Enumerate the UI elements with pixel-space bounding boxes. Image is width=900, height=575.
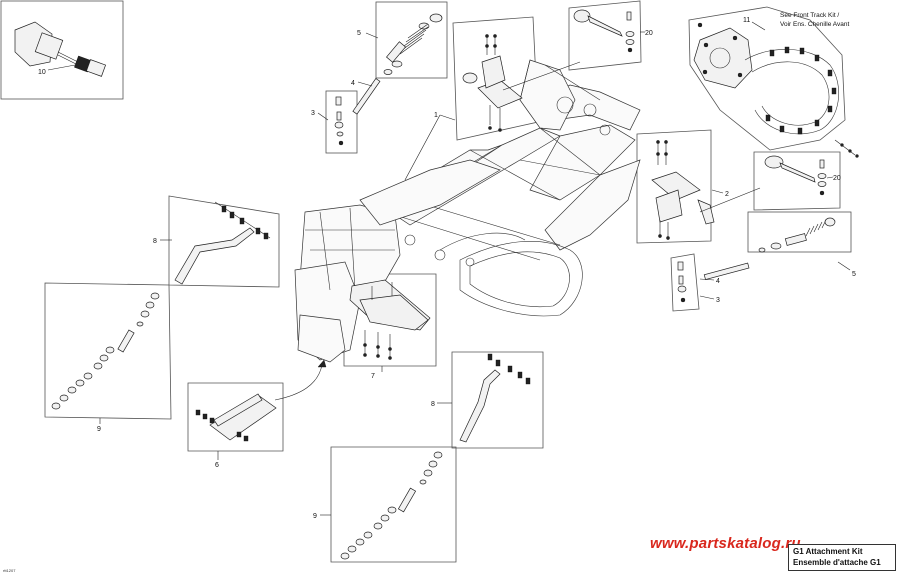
kit-title-box: G1 Attachment Kit Ensemble d'attache G1 xyxy=(788,544,896,571)
box-part-8-left xyxy=(168,195,280,288)
callout-3-right: 3 xyxy=(716,297,720,304)
callout-2: 2 xyxy=(725,191,729,198)
illustration-ref-code: rtt1207 xyxy=(3,568,16,573)
callout-9-left: 9 xyxy=(97,426,101,433)
box-part-10 xyxy=(0,0,124,100)
callout-3-top: 3 xyxy=(311,110,315,117)
box-part-3-top xyxy=(325,90,358,154)
part-11-track-drive xyxy=(693,22,859,158)
part-20-arm-right xyxy=(764,155,827,196)
part-6-mount-plate xyxy=(195,393,277,442)
part-2-bracket xyxy=(651,140,715,240)
box-part-8-right xyxy=(451,351,544,449)
kit-title-en: G1 Attachment Kit xyxy=(793,547,863,556)
atv-frame-drawing xyxy=(294,59,641,363)
kit-title-fr: Ensemble d'attache G1 xyxy=(793,558,881,567)
part-4-rod-top xyxy=(352,77,381,115)
site-watermark: www.partskatalog.ru xyxy=(650,535,801,552)
part-8-handle-left xyxy=(174,201,271,285)
part-1-bracket xyxy=(462,34,523,132)
callout-4-top: 4 xyxy=(351,80,355,87)
box-part-9-left xyxy=(44,282,172,420)
callout-20-right: 20 xyxy=(833,175,841,182)
callout-5-right: 5 xyxy=(852,271,856,278)
box-part-11 xyxy=(688,6,846,151)
callout-8-right: 8 xyxy=(431,401,435,408)
front-track-note-line2: Voir Ens. Chenille Avant xyxy=(780,21,849,28)
box-part-5-right xyxy=(747,211,852,253)
part-3-bolt-right xyxy=(677,261,687,303)
box-part-3-right xyxy=(670,253,700,312)
part-5-spring-right xyxy=(758,217,836,253)
callout-10: 10 xyxy=(38,69,46,76)
callout-1: 1 xyxy=(434,112,438,119)
callout-8-left: 8 xyxy=(153,238,157,245)
part-9-hardware-bottom xyxy=(340,451,443,560)
part-5-spring-top xyxy=(383,13,443,75)
callout-11: 11 xyxy=(743,17,750,24)
part-4-rod-right xyxy=(703,262,750,281)
callout-5-top: 5 xyxy=(357,30,361,37)
leader-lines xyxy=(47,21,851,516)
callout-7: 7 xyxy=(371,373,375,380)
front-track-note-line1: See Front Track Kit / xyxy=(780,12,839,19)
part-9-hardware-left xyxy=(51,292,160,410)
box-part-20-top xyxy=(568,0,642,71)
box-part-9-bottom xyxy=(330,446,457,563)
part-3-bolt-top xyxy=(334,96,344,146)
callout-20-top: 20 xyxy=(645,30,653,37)
part-8-handle-right xyxy=(459,353,531,443)
box-part-5-top xyxy=(375,1,448,79)
part-20-arm-top xyxy=(573,9,635,53)
box-part-2 xyxy=(636,129,712,244)
box-part-6 xyxy=(187,382,284,452)
frame-pointer-arrow xyxy=(317,359,327,368)
part-7-plate xyxy=(349,279,431,360)
callout-9-bottom: 9 xyxy=(313,513,317,520)
part-10-connector xyxy=(14,21,107,77)
callout-numbers: 10 5 4 3 1 20 11 2 20 5 4 3 8 9 7 8 6 9 xyxy=(38,17,856,520)
callout-6: 6 xyxy=(215,462,219,469)
callout-4-right: 4 xyxy=(716,278,720,285)
